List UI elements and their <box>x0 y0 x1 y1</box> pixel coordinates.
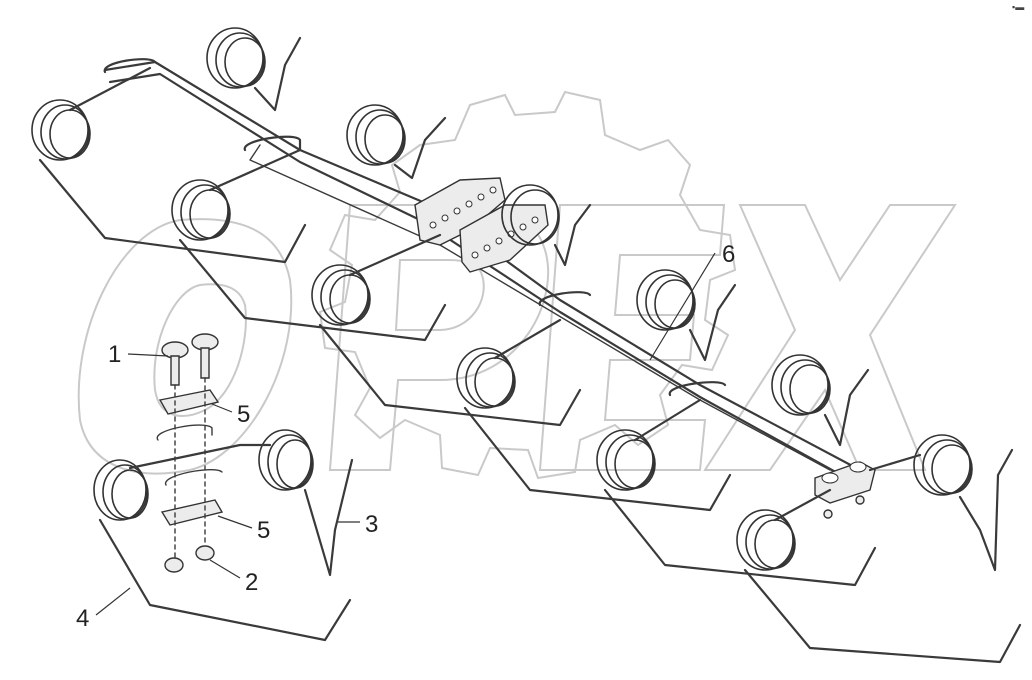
callout-labels: 1 2 3 4 5 5 6 <box>76 241 735 632</box>
callout-1: 1 <box>108 341 121 368</box>
coil-4 <box>346 104 447 180</box>
exploded-parts <box>156 333 224 573</box>
coil-1 <box>31 99 307 264</box>
watermark-gear <box>318 90 737 480</box>
callout-6: 6 <box>722 241 735 268</box>
callout-5-lower: 5 <box>257 517 270 544</box>
nut-b <box>195 545 215 561</box>
clamp-plate-lower <box>160 499 224 526</box>
callout-2: 2 <box>245 569 258 596</box>
main-bar <box>103 60 872 480</box>
callout-4: 4 <box>76 605 89 632</box>
callout-3: 3 <box>365 511 378 538</box>
coil-5 <box>311 264 582 427</box>
nut-a <box>164 557 184 573</box>
carriage-bolt-a <box>161 341 189 386</box>
coil-7 <box>456 347 732 512</box>
callout-5-upper: 5 <box>237 401 250 428</box>
center-bracket <box>414 177 549 273</box>
carriage-bolt-b <box>191 333 219 379</box>
coil-6 <box>501 184 592 267</box>
end-clamp <box>814 461 876 519</box>
spring-tine-loose <box>93 429 354 642</box>
coil-11 <box>736 509 1022 664</box>
tine-bar-assembly <box>103 58 876 519</box>
spring-tines-assembly <box>31 27 1022 664</box>
coil-12 <box>913 434 1014 572</box>
coil-2 <box>206 27 302 112</box>
leaders <box>95 252 716 616</box>
corner-mark: ▪▬ <box>1012 2 1024 12</box>
clamp-plate-upper <box>158 389 220 415</box>
coil-3 <box>171 179 447 342</box>
coil-8 <box>636 269 737 362</box>
main-bar-lower <box>108 72 852 482</box>
watermark <box>77 90 957 480</box>
coil-10 <box>771 354 870 447</box>
coil-9 <box>596 429 877 587</box>
